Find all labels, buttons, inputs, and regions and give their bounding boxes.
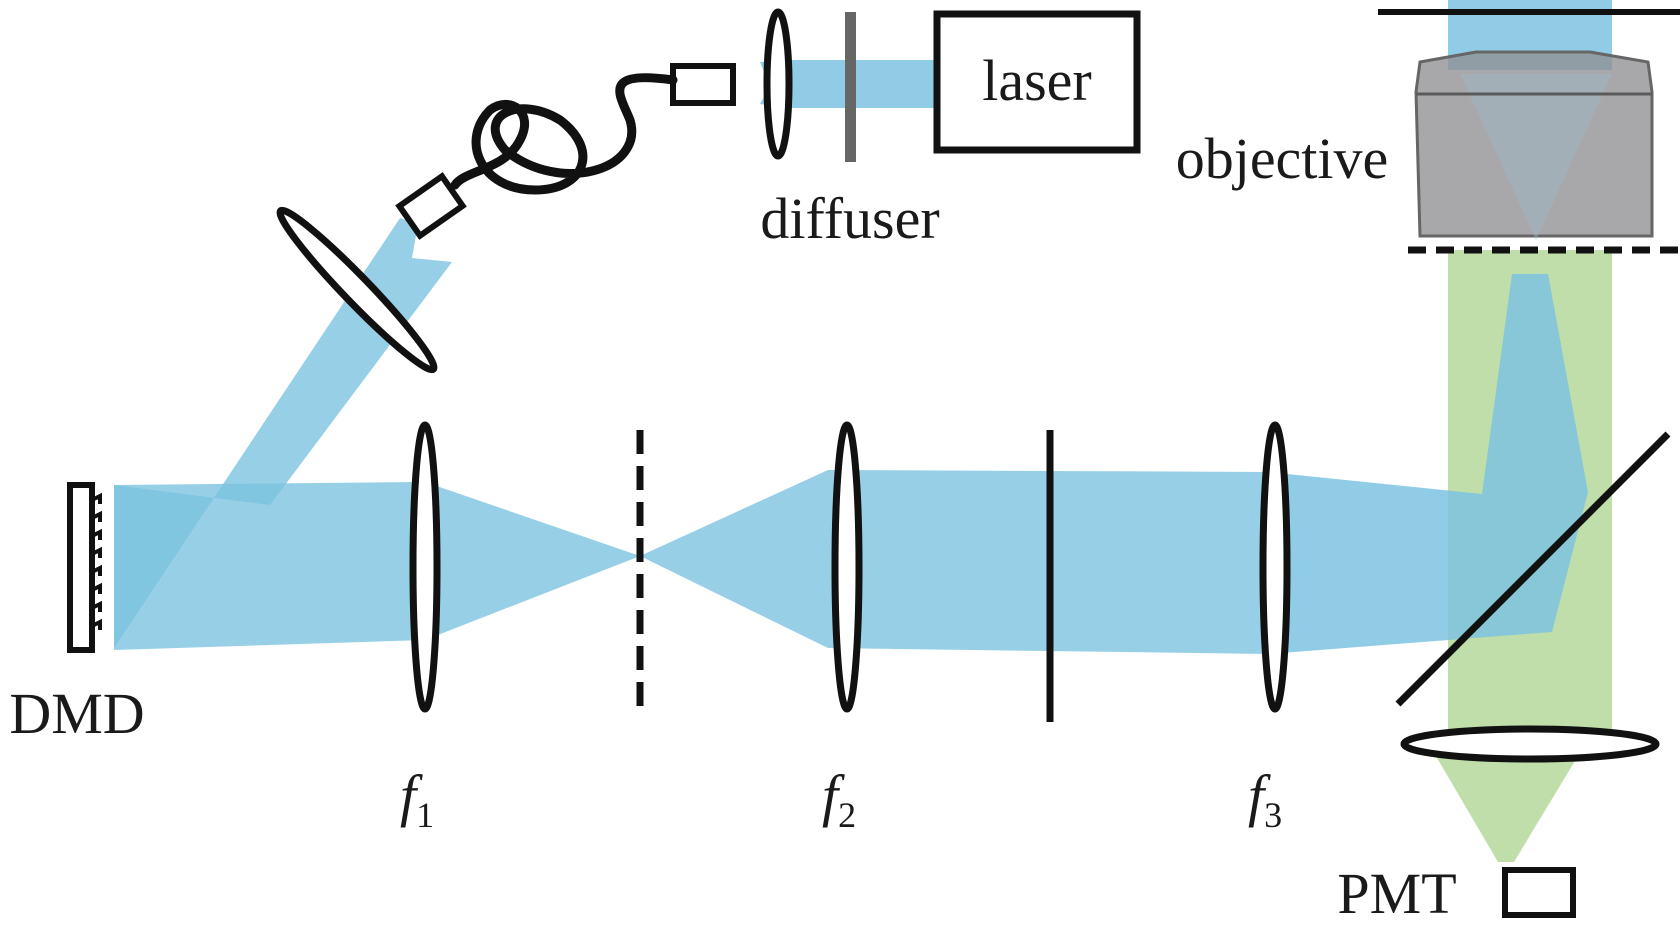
objective-body <box>1414 50 1654 238</box>
excitation-beam-dmd <box>114 482 640 650</box>
lens-f1-subscript: 1 <box>416 795 434 835</box>
fiber-connector-out <box>670 63 736 106</box>
lens-f2-body <box>831 421 863 713</box>
objective: objective <box>1176 9 1680 254</box>
lens-f1: f1 <box>400 421 441 835</box>
pmt-label: PMT <box>1337 861 1456 926</box>
diffuser-plate <box>845 12 856 162</box>
dmd: DMD <box>9 482 145 746</box>
objective-label: objective <box>1176 126 1389 191</box>
lens-f2: f2 <box>822 421 863 835</box>
lens-f3: f3 <box>1248 421 1291 835</box>
laser-label: laser <box>982 48 1092 113</box>
lens-f3-subscript: 3 <box>1264 795 1282 835</box>
beams <box>114 0 1612 862</box>
excitation-beam-relay-1 <box>640 470 828 648</box>
lens-f2-subscript: 2 <box>838 795 856 835</box>
fiber-connector-in <box>395 172 467 240</box>
laser-box <box>933 10 1141 154</box>
collimating-lens <box>276 206 438 374</box>
lens-f1-body <box>409 421 441 713</box>
laser: laser <box>933 10 1141 154</box>
lens-f1-label: f1 <box>400 763 434 835</box>
lens-f2-label: f2 <box>822 763 856 835</box>
diffuser-label: diffuser <box>760 186 939 251</box>
lens-f3-label: f3 <box>1248 763 1282 835</box>
pmt-box <box>1502 867 1576 918</box>
excitation-beam-to-objective <box>1268 274 1588 654</box>
emission-lens <box>1400 725 1660 763</box>
dmd-mirror-array <box>91 492 102 630</box>
objective-cone <box>1460 74 1612 240</box>
dmd-frame <box>67 482 95 653</box>
dmd-label: DMD <box>9 681 144 746</box>
pmt: PMT <box>1337 861 1576 926</box>
dichroic-mirror <box>1395 431 1671 707</box>
optical-fiber <box>450 73 678 195</box>
coupling-lens <box>763 8 793 160</box>
excitation-beam-fiber <box>114 218 452 648</box>
lens-f3-body <box>1259 421 1291 713</box>
diffuser: diffuser <box>760 12 940 251</box>
